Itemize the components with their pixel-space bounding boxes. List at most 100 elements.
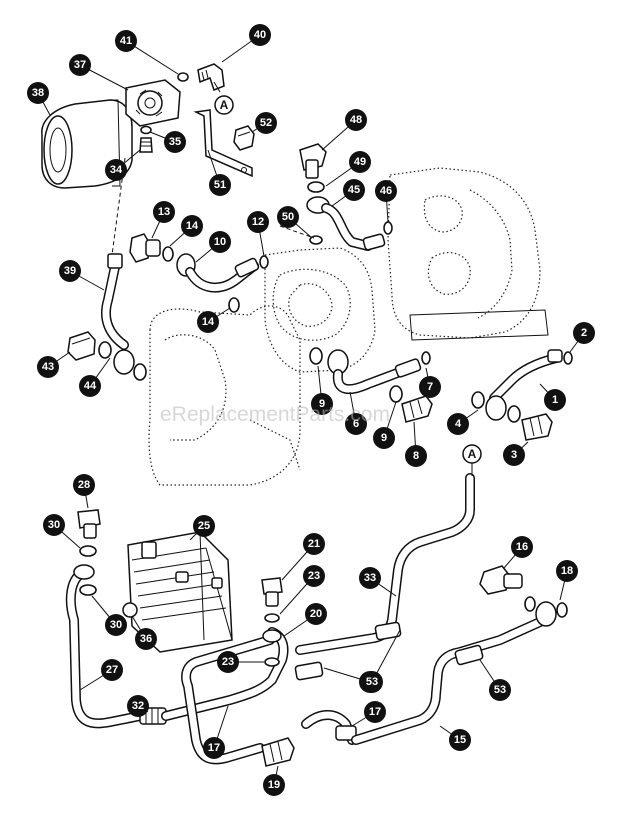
callout-circle	[305, 603, 327, 625]
callout-9: 9	[373, 401, 397, 449]
callout-23: 23	[279, 565, 325, 615]
callout-labels: 1234678991012131414151617171819202123232…	[27, 24, 595, 796]
callout-number: 23	[222, 656, 234, 668]
callout-number: 16	[516, 541, 528, 553]
callout-circle	[247, 211, 269, 233]
callout-number: 8	[413, 450, 419, 462]
callout-circle	[73, 474, 95, 496]
svg-text:A: A	[468, 447, 477, 461]
tube-6	[327, 349, 422, 395]
callout-circle	[345, 413, 367, 435]
callout-number: 7	[427, 381, 433, 393]
callout-14: 14	[169, 215, 203, 247]
callout-circle	[359, 567, 381, 589]
nut-36	[122, 602, 138, 618]
callout-30: 30	[43, 514, 81, 549]
callout-number: 21	[308, 538, 320, 550]
callout-circle	[419, 376, 441, 398]
callout-circle	[263, 774, 285, 796]
callout-number: 40	[254, 29, 266, 41]
callout-circle	[101, 659, 123, 681]
callout-number: 28	[78, 479, 90, 491]
callout-number: 1	[552, 394, 558, 406]
callout-number: 4	[455, 418, 462, 430]
callout-32: 32	[127, 695, 149, 717]
banjo-39	[113, 349, 135, 375]
callout-circle	[197, 311, 219, 333]
callout-circle	[59, 260, 81, 282]
callout-circle	[349, 151, 371, 173]
callout-circle	[37, 356, 59, 378]
callout-circle	[447, 413, 469, 435]
callout-circle	[181, 215, 203, 237]
callout-number: 19	[268, 779, 280, 791]
callout-circle	[217, 651, 239, 673]
filter-head-37	[125, 79, 181, 127]
callout-number: 27	[106, 664, 118, 676]
hose-loop-20	[181, 629, 282, 765]
cooler-25	[127, 531, 233, 653]
callout-25: 25	[189, 515, 215, 541]
ring-18-a	[524, 596, 536, 612]
callout-number: 30	[48, 519, 60, 531]
callout-circle	[135, 628, 157, 650]
callout-number: 53	[494, 684, 506, 696]
callout-17: 17	[351, 701, 386, 727]
tube-1	[485, 349, 563, 421]
fitting-43	[67, 331, 96, 361]
callout-circle	[373, 427, 395, 449]
callout-number: 39	[64, 265, 76, 277]
callout-number: 38	[32, 87, 44, 99]
callout-number: 34	[110, 164, 123, 176]
ring-46	[383, 221, 393, 235]
callout-23: 23	[217, 651, 264, 673]
callout-number: 49	[354, 156, 366, 168]
callout-18: 18	[556, 560, 578, 601]
callout-21: 21	[281, 533, 325, 581]
callout-number: 17	[369, 706, 381, 718]
fitting-34	[139, 137, 153, 153]
callout-circle	[544, 389, 566, 411]
callout-number: 9	[319, 398, 325, 410]
callout-circle	[105, 614, 127, 636]
reference-marker-a-top: A	[213, 81, 234, 115]
ring-2	[563, 351, 573, 365]
ring-30-b	[79, 584, 97, 596]
callout-circle	[503, 444, 525, 466]
callout-circle	[164, 131, 186, 153]
callout-number: 17	[208, 742, 220, 754]
callout-number: 20	[310, 608, 322, 620]
callout-circle	[209, 174, 231, 196]
callout-number: 46	[380, 185, 392, 197]
callout-circle	[573, 322, 595, 344]
callout-circle	[405, 445, 427, 467]
callout-circle	[277, 206, 299, 228]
callout-20: 20	[283, 603, 327, 637]
callout-number: 41	[120, 35, 132, 47]
fitting-52	[233, 125, 255, 151]
ring-14-b	[228, 297, 240, 313]
callout-number: 23	[308, 570, 320, 582]
bolt-48	[299, 143, 327, 179]
callout-36: 36	[131, 615, 157, 650]
callout-38: 38	[27, 82, 51, 116]
callout-15: 15	[439, 725, 471, 751]
callout-2: 2	[569, 322, 595, 353]
callout-53: 53	[479, 659, 511, 701]
callout-number: 25	[198, 520, 210, 532]
callout-6: 6	[345, 391, 367, 435]
callout-circle	[449, 729, 471, 751]
callout-8: 8	[405, 421, 427, 467]
watermark: eReplacementParts.com	[160, 403, 390, 426]
callout-40: 40	[221, 24, 271, 63]
ring-12	[259, 255, 269, 269]
callout-circle	[361, 671, 383, 693]
callout-circle	[203, 737, 225, 759]
callout-52: 52	[251, 112, 277, 134]
callout-circle	[343, 179, 365, 201]
callout-circle	[511, 536, 533, 558]
ring-14-a	[162, 246, 174, 262]
callout-circle	[127, 695, 149, 717]
callout-41: 41	[115, 30, 179, 75]
callout-circle	[105, 159, 127, 181]
